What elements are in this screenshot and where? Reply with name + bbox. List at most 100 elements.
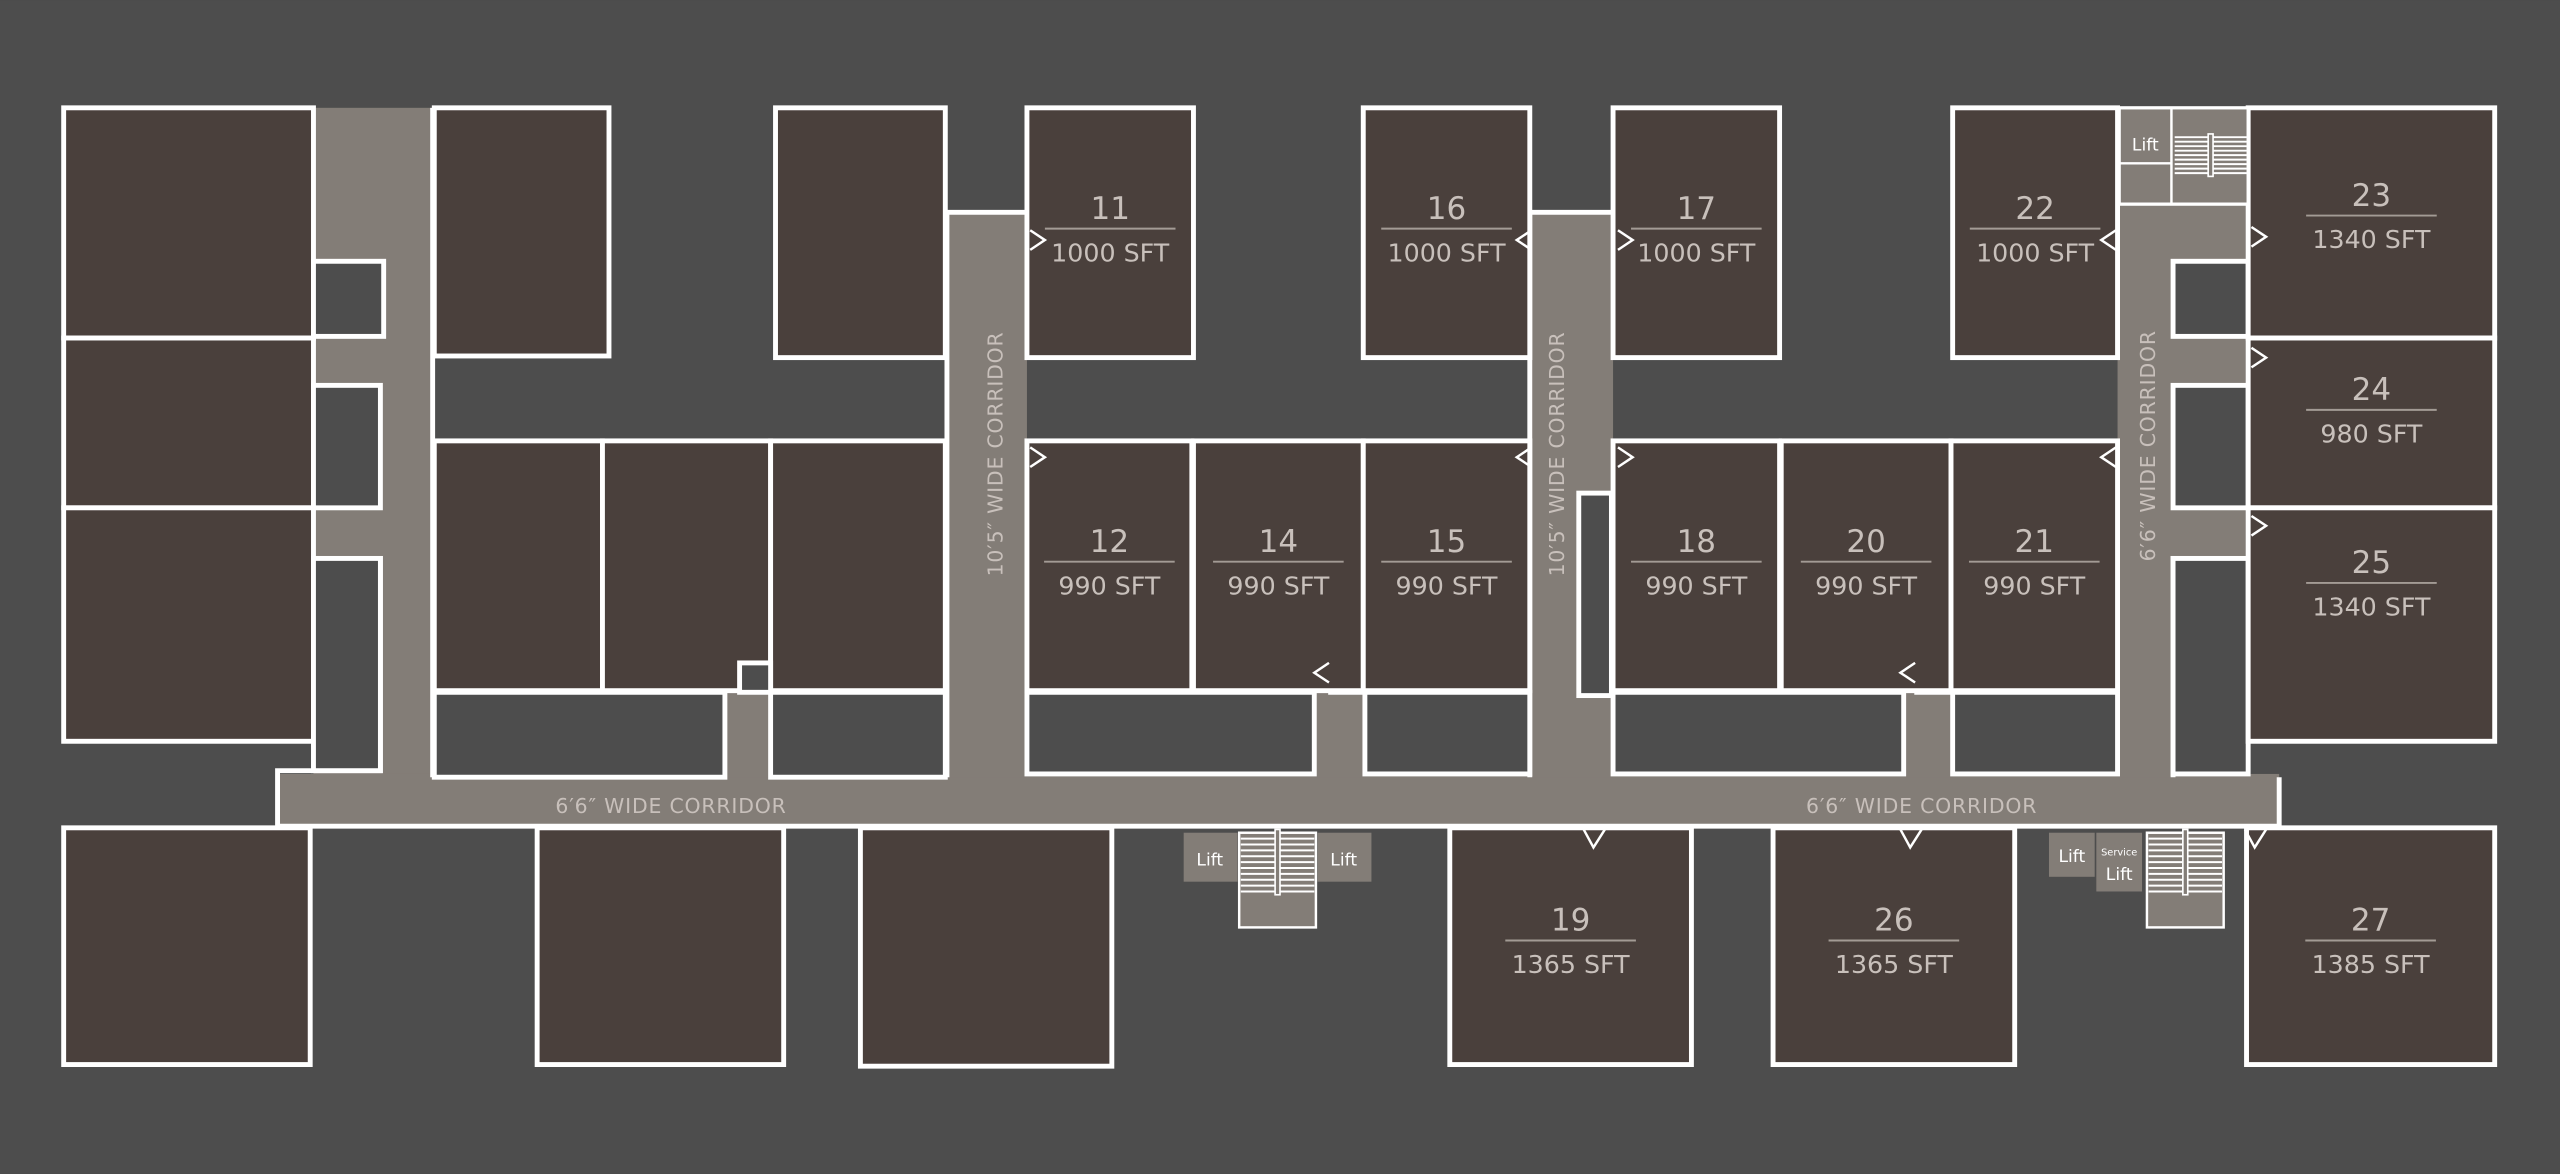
unit-area: 1340 SFT xyxy=(2312,225,2431,254)
unit[interactable] xyxy=(857,825,1115,1069)
corridor-main-horizontal xyxy=(277,773,2280,827)
unit-number: 12 xyxy=(1090,524,1129,560)
unit-outline[interactable] xyxy=(1610,438,1783,694)
unit[interactable] xyxy=(61,105,316,341)
core-bottom-middle: Lift Lift xyxy=(1183,828,1372,929)
core-bottom-right: Lift Service Lift xyxy=(2048,828,2225,929)
unit[interactable] xyxy=(534,825,787,1067)
unit[interactable] xyxy=(773,105,948,361)
unit-number: 23 xyxy=(2352,178,2391,214)
unit-area: 1000 SFT xyxy=(1637,238,1756,267)
stairs-icon xyxy=(1240,828,1315,896)
unit-21[interactable]: 21 990 SFT xyxy=(1948,438,2120,694)
shaft xyxy=(1576,490,1614,699)
corridor-label: 6′6″ WIDE CORRIDOR xyxy=(2136,330,2160,561)
unit[interactable] xyxy=(61,505,316,744)
unit-20[interactable]: 20 990 SFT xyxy=(1778,438,1954,694)
corridor-vertical-1 xyxy=(946,212,1027,778)
unit[interactable] xyxy=(431,438,605,694)
unit-outline[interactable] xyxy=(1191,438,1366,694)
stairs-icon xyxy=(2174,133,2247,178)
unit-outline[interactable] xyxy=(2245,505,2498,744)
shaft xyxy=(737,660,774,695)
unit-area: 990 SFT xyxy=(1815,571,1917,600)
unit-number: 22 xyxy=(2015,191,2054,227)
unit-outline[interactable] xyxy=(2245,335,2498,511)
unit[interactable] xyxy=(768,438,948,694)
unit[interactable] xyxy=(61,825,313,1067)
door-icon xyxy=(1029,229,1048,251)
door-icon xyxy=(2099,446,2117,469)
unit-area: 990 SFT xyxy=(1983,571,2085,600)
shaft xyxy=(2170,382,2251,511)
unit-number: 14 xyxy=(1259,524,1298,560)
door-icon xyxy=(2250,346,2269,369)
unlabeled-units xyxy=(61,105,2251,1069)
shaft xyxy=(311,382,383,511)
shaft xyxy=(2170,258,2251,339)
unit-outline[interactable] xyxy=(2244,825,2498,1067)
unit-area: 990 SFT xyxy=(1645,571,1747,600)
lift-label: Lift xyxy=(2106,865,2133,885)
unit-outline[interactable] xyxy=(1948,438,2120,694)
unit-number: 15 xyxy=(1427,524,1466,560)
corridor-label: 6′6″ WIDE CORRIDOR xyxy=(1806,794,2037,818)
door-icon xyxy=(1617,229,1635,251)
unit-area: 1385 SFT xyxy=(2312,950,2431,979)
unit-outline[interactable] xyxy=(1024,105,1196,361)
stairs-icon xyxy=(2148,828,2223,896)
door-icon xyxy=(1617,446,1635,469)
unit-number: 20 xyxy=(1846,524,1885,560)
door-icon xyxy=(1514,229,1533,251)
unit-outline[interactable] xyxy=(1950,105,2120,361)
unit-26[interactable]: 26 1365 SFT xyxy=(1770,825,2018,1067)
unit[interactable] xyxy=(600,438,774,694)
unit-23[interactable]: 23 1340 SFT xyxy=(2245,105,2498,341)
unit-number: 21 xyxy=(2015,524,2054,560)
unit[interactable] xyxy=(61,335,316,511)
door-icon xyxy=(1899,828,1923,850)
service-label: Service xyxy=(2101,848,2137,859)
unit-area: 1365 SFT xyxy=(1835,950,1954,979)
unit-area: 980 SFT xyxy=(2320,420,2422,449)
corridor-label: 6′6″ WIDE CORRIDOR xyxy=(555,794,786,818)
corridor-connector xyxy=(726,685,773,778)
unit-number: 25 xyxy=(2352,545,2391,581)
unit[interactable] xyxy=(431,105,612,359)
unit-outline[interactable] xyxy=(1447,825,1694,1067)
unit-number: 17 xyxy=(1677,191,1716,227)
shaft xyxy=(2170,555,2251,777)
unit-area: 1000 SFT xyxy=(1388,238,1507,267)
lift xyxy=(1317,832,1372,882)
unit-outline[interactable] xyxy=(1778,438,1954,694)
unit-outline[interactable] xyxy=(1360,105,1533,361)
lift-label: Lift xyxy=(2058,847,2085,867)
shaft xyxy=(311,555,383,774)
balcony xyxy=(431,689,728,780)
unit-outline[interactable] xyxy=(1024,438,1195,694)
unit-outline[interactable] xyxy=(2245,105,2498,341)
unit-area: 1000 SFT xyxy=(1051,238,1170,267)
balcony xyxy=(1610,689,1907,777)
unit-outline[interactable] xyxy=(1770,825,2018,1067)
unit-number: 26 xyxy=(1874,903,1913,939)
unit-outline[interactable] xyxy=(1610,105,1783,361)
unit-outline[interactable] xyxy=(1360,438,1533,694)
lift xyxy=(2048,832,2095,877)
lift-label: Lift xyxy=(2132,135,2159,155)
door-icon xyxy=(1514,446,1533,469)
door-icon xyxy=(1898,661,1916,684)
balcony xyxy=(1362,689,1533,777)
unit-17[interactable]: 17 1000 SFT xyxy=(1610,105,1783,361)
